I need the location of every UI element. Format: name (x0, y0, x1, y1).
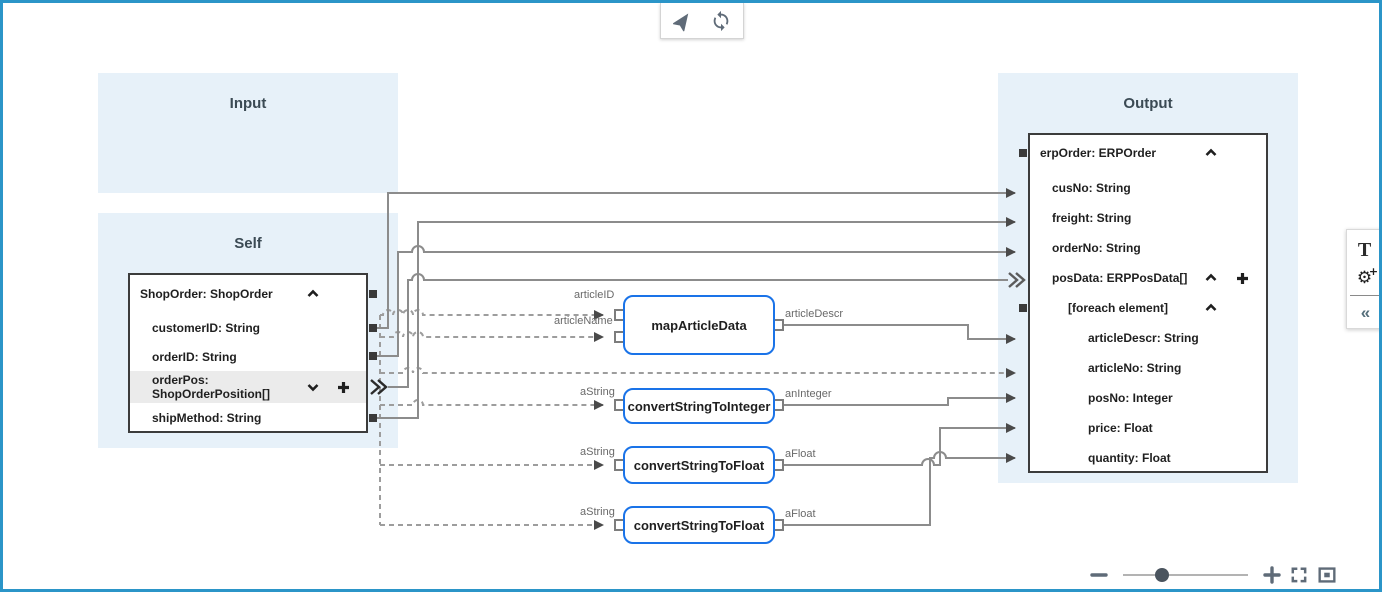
text-tool-icon[interactable]: T (1357, 238, 1372, 261)
function-node[interactable]: mapArticleData (623, 295, 775, 355)
wire-label: anInteger (785, 388, 832, 400)
collapse-chevron-icon[interactable] (305, 286, 321, 302)
tree-row[interactable]: customerID: String (152, 321, 261, 335)
function-name: convertStringToFloat (633, 517, 765, 533)
function-name: convertStringToInteger (627, 398, 771, 414)
function-name: mapArticleData (651, 317, 747, 333)
add-node-icon[interactable] (335, 379, 351, 395)
collapse-chevron-icon[interactable] (1203, 145, 1219, 161)
custom-function-icon[interactable]: ⚙+ (1356, 264, 1379, 288)
tree-row[interactable]: orderNo: String (1052, 241, 1141, 255)
output-panel-title: Output (1123, 95, 1173, 112)
wire-label: articleName (554, 315, 613, 327)
collapse-chevron-icon[interactable] (1203, 270, 1219, 286)
tree-row[interactable]: price: Float (1088, 421, 1153, 435)
function-node[interactable]: convertStringToInteger (623, 388, 775, 424)
tree-row[interactable]: quantity: Float (1088, 451, 1171, 465)
selected-row-highlight (130, 371, 366, 403)
tree-row[interactable]: articleNo: String (1088, 361, 1182, 375)
tree-row[interactable]: cusNo: String (1052, 181, 1131, 195)
output-tree-box (1028, 133, 1268, 473)
add-node-icon[interactable] (1234, 270, 1250, 286)
rail-divider (1349, 295, 1379, 296)
function-node[interactable]: convertStringToFloat (623, 506, 775, 544)
tree-row[interactable]: freight: String (1052, 211, 1132, 225)
wire-label: aFloat (785, 448, 816, 460)
input-panel-title: Input (229, 95, 267, 112)
tree-row[interactable]: erpOrder: ERPOrder (1040, 146, 1157, 160)
top-toolbar (660, 3, 744, 39)
node-connector-squares[interactable] (369, 149, 1027, 422)
tree-row[interactable]: posNo: Integer (1088, 391, 1173, 405)
tree-row[interactable]: ShopOrder: ShopOrder (140, 287, 273, 301)
self-panel-title: Self (234, 235, 262, 252)
self-tree-box (128, 273, 368, 433)
tree-row[interactable]: [foreach element] (1068, 301, 1169, 315)
zoom-in-icon[interactable] (1258, 561, 1286, 589)
navigate-icon[interactable] (669, 7, 697, 35)
tree-row[interactable]: posData: ERPPosData[] (1052, 271, 1188, 285)
collapse-rail-icon[interactable]: « (1360, 303, 1370, 322)
refresh-icon[interactable] (707, 7, 735, 35)
zoom-controls (1085, 561, 1341, 589)
wire-label: aString (580, 446, 615, 458)
wire-label: articleID (574, 289, 615, 301)
zoom-slider-track (1122, 574, 1248, 576)
tree-row[interactable]: orderID: String (152, 350, 237, 364)
zoom-out-icon[interactable] (1085, 561, 1113, 589)
collapse-chevron-icon[interactable] (1203, 300, 1219, 316)
fit-view-icon[interactable] (1313, 561, 1341, 589)
zoom-slider[interactable] (1122, 561, 1248, 589)
fullscreen-icon[interactable] (1285, 561, 1313, 589)
wire-label: aFloat (785, 508, 816, 520)
expand-chevron-icon[interactable] (305, 379, 321, 395)
tree-row[interactable]: articleDescr: String (1088, 331, 1199, 345)
input-panel: Input (98, 73, 398, 193)
tree-row[interactable]: shipMethod: String (152, 411, 262, 425)
zoom-slider-knob[interactable] (1154, 568, 1169, 582)
tree-row-selected[interactable]: orderPos: ShopOrderPosition[] (152, 373, 270, 401)
side-tool-rail: T ⚙+ « (1346, 229, 1379, 329)
function-name: convertStringToFloat (633, 457, 765, 473)
wire-label: aString (580, 386, 615, 398)
wire-label: aString (580, 506, 615, 518)
wire-label: articleDescr (785, 308, 844, 320)
function-node[interactable]: convertStringToFloat (623, 446, 775, 484)
